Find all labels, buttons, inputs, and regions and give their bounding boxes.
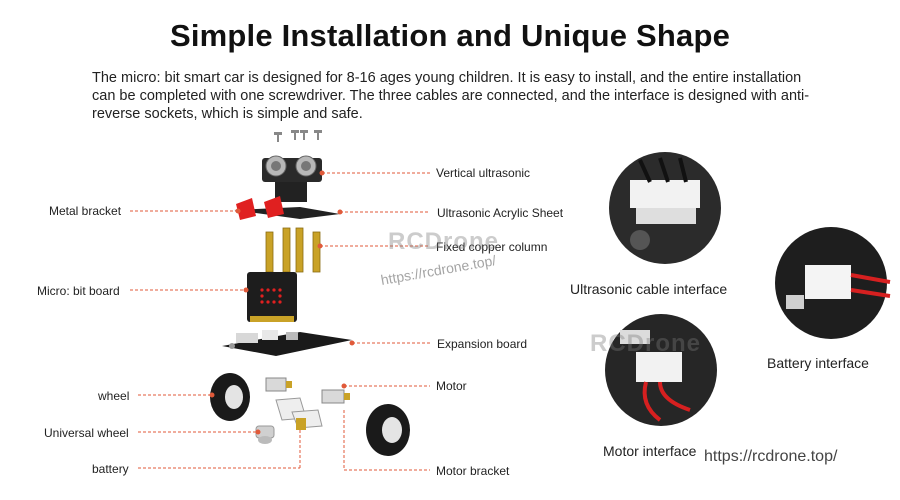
label-universal-wheel: Universal wheel bbox=[44, 426, 129, 440]
leader-dots bbox=[209, 170, 355, 435]
metal-bracket-icon bbox=[234, 196, 340, 220]
label-metal-bracket: Metal bracket bbox=[49, 204, 122, 218]
watermark-brand-center: RCDrone bbox=[388, 228, 500, 255]
label-battery-interface: Battery interface bbox=[767, 355, 869, 371]
label-motor-bracket: Motor bracket bbox=[436, 464, 510, 478]
label-battery: battery bbox=[92, 462, 129, 476]
label-motor: Motor bbox=[436, 379, 467, 393]
label-acrylic-sheet: Ultrasonic Acrylic Sheet bbox=[437, 206, 564, 220]
label-motor-interface: Motor interface bbox=[603, 443, 697, 459]
copper-column-icon bbox=[265, 227, 321, 273]
label-copper-column: Fixed copper column bbox=[436, 240, 548, 254]
ultrasonic-cable-photo-icon bbox=[609, 152, 721, 264]
screws-icon bbox=[274, 130, 322, 142]
watermark-brand-right: RCDrone bbox=[590, 330, 702, 357]
motor-interface-photo-icon bbox=[605, 314, 717, 426]
label-wheel: wheel bbox=[98, 389, 130, 403]
wheel-icon bbox=[210, 373, 410, 456]
label-expansion-board: Expansion board bbox=[437, 337, 528, 351]
battery-interface-photo-icon bbox=[775, 227, 891, 339]
microbit-board-icon bbox=[247, 272, 297, 322]
label-ultrasonic-cable-interface: Ultrasonic cable interface bbox=[570, 281, 728, 297]
motor-icon bbox=[265, 377, 350, 404]
ultrasonic-sensor-icon bbox=[262, 155, 322, 202]
label-microbit-board: Micro: bit board bbox=[37, 284, 120, 298]
battery-holder-icon bbox=[296, 418, 306, 430]
motor-bracket-icon bbox=[275, 397, 323, 429]
description-text: The micro: bit smart car is designed for… bbox=[92, 70, 810, 122]
page-title: Simple Installation and Unique Shape bbox=[169, 18, 731, 53]
label-vertical-ultrasonic: Vertical ultrasonic bbox=[436, 166, 531, 180]
watermark-url-bottom: https://rcdrone.top/ bbox=[704, 448, 838, 465]
universal-wheel-icon bbox=[255, 425, 275, 444]
expansion-board-icon bbox=[222, 330, 352, 356]
leader-lines bbox=[130, 172, 430, 471]
